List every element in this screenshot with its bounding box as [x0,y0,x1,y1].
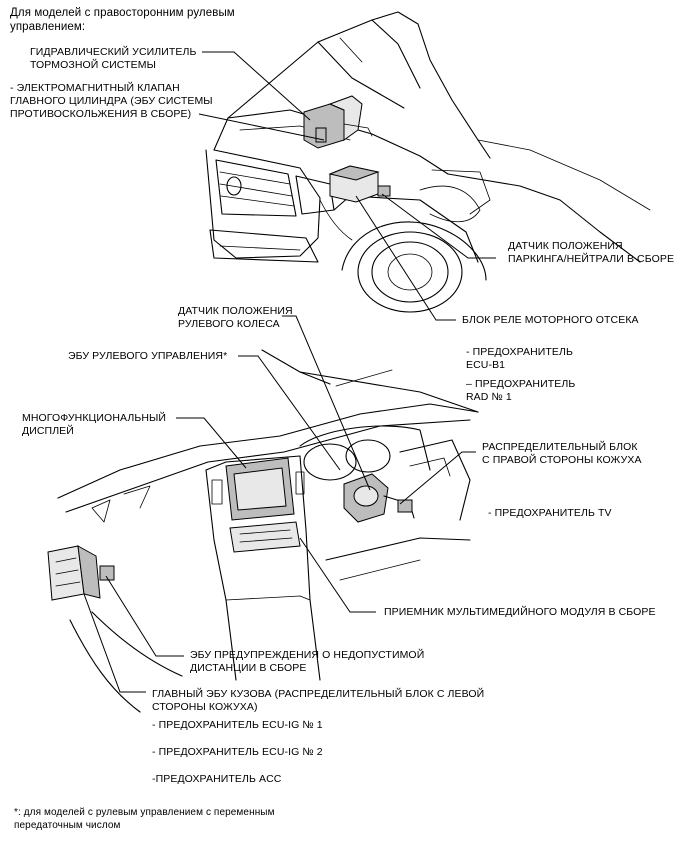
label-fuse-ecu-ig1: - ПРЕДОХРАНИТЕЛЬ ECU-IG № 1 [152,719,323,731]
label-brake-booster: ГИДРАВЛИЧЕСКИЙ УСИЛИТЕЛЬ ТОРМОЗНОЙ СИСТЕ… [30,46,197,71]
label-fuse-ecu-b1: - ПРЕДОХРАНИТЕЛЬ ECU-B1 [466,346,574,371]
main-body-ecu-component [47,545,115,601]
label-park-neutral-sensor: ДАТЧИК ПОЛОЖЕНИЯ ПАРКИНГА/НЕЙТРАЛИ В СБО… [508,240,675,265]
footnote: *: для моделей с рулевым управлением с п… [14,807,275,831]
label-main-body-ecu: ГЛАВНЫЙ ЭБУ КУЗОВА (РАСПРЕДЕЛИТЕЛЬНЫЙ БЛ… [152,688,485,713]
label-fuse-acc: -ПРЕДОХРАНИТЕЛЬ ACC [152,773,282,785]
leader-lines [83,51,496,693]
label-engine-relay-block: БЛОК РЕЛЕ МОТОРНОГО ОТСЕКА [462,314,639,326]
label-fuse-tv: - ПРЕДОХРАНИТЕЛЬ TV [488,507,612,519]
label-right-junction-block: РАСПРЕДЕЛИТЕЛЬНЫЙ БЛОК С ПРАВОЙ СТОРОНЫ … [482,441,642,466]
label-steering-ecu: ЭБУ РУЛЕВОГО УПРАВЛЕНИЯ* [68,350,228,362]
label-steering-angle-sensor: ДАТЧИК ПОЛОЖЕНИЯ РУЛЕВОГО КОЛЕСА [178,305,293,330]
label-fuse-ecu-ig2: - ПРЕДОХРАНИТЕЛЬ ECU-IG № 2 [152,746,323,758]
page-header: Для моделей с правосторонним рулевым упр… [10,7,235,33]
engine-relay-block-component [328,165,391,203]
label-multimedia-receiver: ПРИЕМНИК МУЛЬТИМЕДИЙНОГО МОДУЛЯ В СБОРЕ [384,606,656,618]
vehicle-front-illustration [205,11,651,313]
label-master-cylinder-valve: - ЭЛЕКТРОМАГНИТНЫЙ КЛАПАН ГЛАВНОГО ЦИЛИН… [10,82,213,120]
label-clearance-warning-ecu: ЭБУ ПРЕДУПРЕЖДЕНИЯ О НЕДОПУСТИМОЙ ДИСТАН… [190,649,425,674]
label-fuse-rad1: – ПРЕДОХРАНИТЕЛЬ RAD № 1 [466,378,576,403]
dashboard-illustration [57,349,479,713]
label-multi-display: МНОГОФУНКЦИОНАЛЬНЫЙ ДИСПЛЕЙ [22,412,167,437]
brake-actuator-component [303,95,373,149]
